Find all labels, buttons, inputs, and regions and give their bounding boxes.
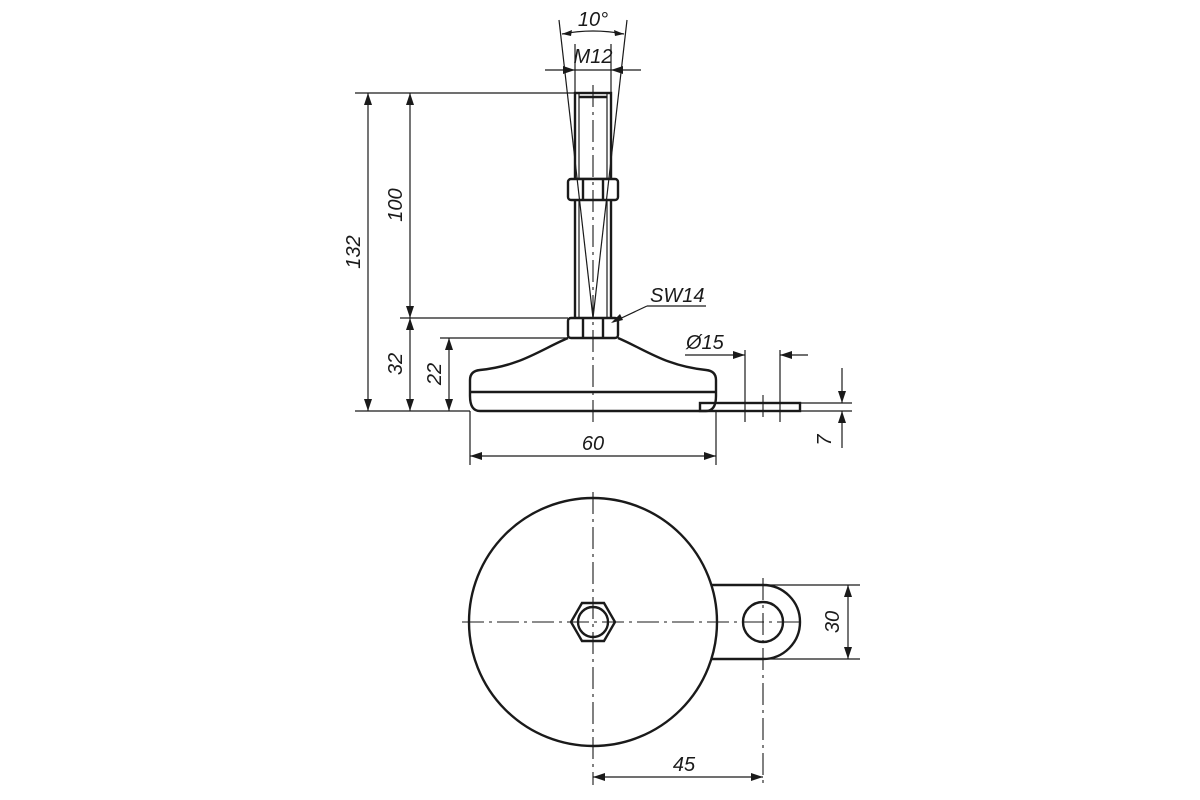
foot-height-label: 22 [424,363,446,386]
hole-offset-dimension: 45 [593,754,763,781]
wrench-size-label: SW14 [650,285,704,307]
hole-offset-label: 45 [673,754,696,776]
tab-thickness-label: 7 [814,434,836,446]
overall-height-dimension: 132 [343,93,372,411]
base-diameter-dimension: 60 [469,411,717,465]
hole-diameter-label: Ø15 [685,332,725,354]
wrench-size-callout: SW14 [611,285,706,323]
tab-thickness-dimension: 7 [800,368,852,448]
thread-label: M12 [574,46,613,68]
base-diameter-label: 60 [582,433,604,455]
tab-outline [706,583,802,661]
tab-width-dimension: 30 [763,584,860,660]
mounting-tab [698,350,802,422]
thread-dimension: M12 [545,44,641,93]
angle-label: 10° [578,9,608,31]
side-view [468,19,802,422]
base-height-label: 32 [385,353,407,375]
overall-height-label: 132 [343,235,365,268]
stud-length-label: 100 [385,188,407,221]
stud-length-dimension: 100 [385,93,414,318]
base-height-dimension: 32 [385,318,414,411]
foot-height-dimension: 22 [424,338,453,411]
tab-width-label: 30 [822,611,844,633]
hole-diameter-dimension: Ø15 [685,332,808,359]
angle-dimension: 10° [561,9,625,36]
top-view [462,492,802,785]
